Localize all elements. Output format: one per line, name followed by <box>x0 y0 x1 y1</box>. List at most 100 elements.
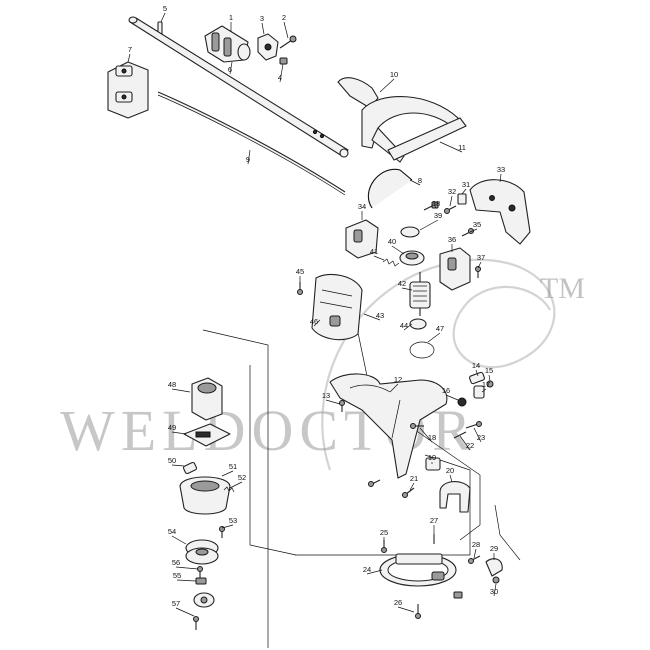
part-9-drive-cable <box>157 91 346 193</box>
part-7-clip-set <box>107 61 149 119</box>
callout-8: 8 <box>418 176 422 185</box>
part-49-plate <box>183 423 231 447</box>
callout-leader-16 <box>445 394 459 401</box>
part-35-screw <box>461 228 474 237</box>
callout-leader-9 <box>247 149 251 165</box>
callout-1: 1 <box>229 13 233 22</box>
part-45-screw <box>297 282 303 295</box>
frame-group <box>329 371 494 513</box>
callout-24: 24 <box>363 565 371 574</box>
part-20-clip <box>439 481 471 513</box>
callout-40: 40 <box>388 237 396 246</box>
part-47-o-ring <box>409 341 435 359</box>
callout-47: 47 <box>436 324 444 333</box>
callout-leader-6 <box>229 61 233 75</box>
part-28-screw <box>468 555 481 564</box>
callout-17: 17 <box>482 380 490 389</box>
part-18-pin <box>410 423 424 429</box>
callout-leader-7 <box>127 53 131 63</box>
callout-leader-18 <box>419 427 433 443</box>
part-53-screw <box>219 526 225 538</box>
callout-57: 57 <box>172 599 180 608</box>
callout-25: 25 <box>380 528 388 537</box>
callout-12: 12 <box>394 375 402 384</box>
callout-16: 16 <box>442 386 450 395</box>
part-29-bracket <box>485 558 503 577</box>
part-17-button <box>473 385 485 399</box>
shaft-end-lower <box>339 148 349 158</box>
callout-leader-5 <box>160 12 166 23</box>
callout-leader-30 <box>493 583 497 597</box>
callout-leader-4 <box>279 63 284 83</box>
callout-31: 31 <box>462 180 470 189</box>
callout-11: 11 <box>458 143 466 152</box>
part-39-washer <box>400 226 420 238</box>
callout-28: 28 <box>472 540 480 549</box>
callout-22: 22 <box>466 441 474 450</box>
part-small-nut <box>453 591 463 599</box>
part-19-plate <box>425 457 441 471</box>
part-37-screw <box>475 266 481 278</box>
callout-9: 9 <box>246 155 250 164</box>
part-50-clip <box>182 461 198 475</box>
assembly-lines <box>202 322 521 648</box>
part-screw-a <box>368 479 381 487</box>
part-36-holder <box>439 247 471 291</box>
callout-leader-8 <box>409 179 421 186</box>
callout-leader-54 <box>171 535 187 545</box>
callout-leader-23 <box>473 427 482 443</box>
part-51-cup <box>179 476 231 515</box>
callout-leader-39 <box>419 219 439 231</box>
callout-leader-13 <box>325 399 341 405</box>
callout-52: 52 <box>238 473 246 482</box>
callout-20: 20 <box>446 466 454 475</box>
callout-leader-41 <box>373 255 385 261</box>
callout-leader-43 <box>363 313 381 321</box>
callout-30: 30 <box>490 587 498 596</box>
callout-leader-32 <box>449 195 453 207</box>
callout-leader-2 <box>283 21 289 39</box>
callout-41: 41 <box>370 247 378 256</box>
callout-15: 15 <box>485 366 493 375</box>
callout-leader-48 <box>171 388 191 393</box>
callout-34: 34 <box>358 202 366 211</box>
part-3-clamp <box>257 33 279 61</box>
callout-leader-12 <box>389 383 399 393</box>
shaft-group <box>107 16 349 196</box>
motor-group <box>297 179 531 359</box>
part-12-frame <box>329 373 448 479</box>
part-2-screw <box>279 35 297 49</box>
callout-7: 7 <box>128 45 132 54</box>
callout-54: 54 <box>168 527 176 536</box>
callout-44: 44 <box>400 321 408 330</box>
callout-leader-22 <box>459 435 471 451</box>
callout-leader-24 <box>366 569 383 575</box>
callout-leader-57 <box>175 607 195 617</box>
callout-48: 48 <box>168 380 176 389</box>
callout-49: 49 <box>168 423 176 432</box>
handle-group <box>337 77 467 209</box>
callout-21: 21 <box>410 474 418 483</box>
part-21-screw <box>402 487 415 498</box>
callout-50: 50 <box>168 456 176 465</box>
part-54-spool <box>185 539 219 565</box>
part-14-lever <box>469 371 485 385</box>
part-55-nut <box>195 577 207 585</box>
part-cap <box>193 592 215 608</box>
callout-leader-26 <box>397 606 415 613</box>
callout-32: 32 <box>448 187 456 196</box>
callout-leader-20 <box>449 474 453 483</box>
callout-23: 23 <box>477 433 485 442</box>
callout-leader-42 <box>401 287 413 291</box>
callout-leader-35 <box>469 228 478 233</box>
callout-39: 39 <box>434 211 442 220</box>
callout-56: 56 <box>172 558 180 567</box>
callout-leader-33 <box>499 173 502 183</box>
part-11-plate <box>387 117 467 161</box>
callout-leader-28 <box>473 548 477 559</box>
callout-leader-10 <box>379 78 395 93</box>
callout-38: 38 <box>432 199 440 208</box>
callout-leader-17 <box>481 388 487 393</box>
callout-leader-56 <box>175 566 199 570</box>
part-8-cable <box>367 168 413 209</box>
